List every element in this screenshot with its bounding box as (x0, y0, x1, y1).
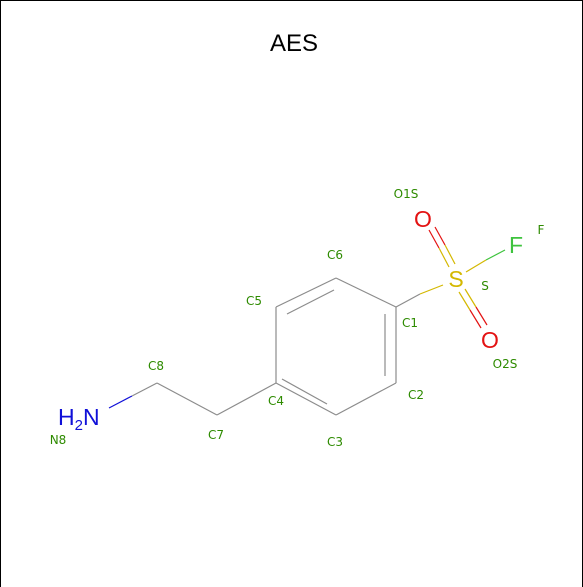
atom-id-c2: C2 (408, 388, 424, 402)
bond-s-o1s-b-yellow (444, 244, 456, 265)
heteroatom-ids: O1S F S O2S N8 (50, 187, 545, 447)
atom-id-o1s: O1S (394, 187, 419, 201)
bond-c3-c4 (275, 382, 337, 416)
n8-nitrogen: N (83, 404, 100, 430)
atom-id-c8: C8 (148, 359, 164, 373)
bond-c5-c6 (275, 277, 337, 308)
atom-id-c6: C6 (327, 248, 343, 262)
bond-s-o1s-b-red (434, 226, 446, 246)
bond-s-f-yellow (465, 259, 487, 273)
bond-s-o1s-a-yellow (438, 247, 450, 268)
n8-subscript: 2 (75, 417, 83, 434)
atom-s-symbol: S (448, 266, 463, 292)
bond-c7-c8 (156, 382, 218, 416)
atom-f-symbol: F (509, 232, 523, 258)
bond-s-o2s-a-red (469, 309, 482, 329)
bond-c8-n8-blue (108, 395, 133, 409)
bond-s-o2s-b-red (475, 306, 488, 326)
atom-id-n8: N8 (50, 433, 67, 447)
atom-id-c5: C5 (246, 294, 262, 308)
side-chain-bonds (108, 382, 277, 416)
atom-id-o2s: O2S (493, 357, 518, 371)
atom-o1s-symbol: O (414, 206, 432, 232)
bond-c4-c7 (216, 382, 277, 416)
atom-id-s: S (481, 279, 489, 293)
aromatic-inner-c5-c6 (286, 289, 335, 315)
carbon-ids: C1 C2 C3 C4 C5 C6 C7 C8 (148, 248, 424, 449)
atom-id-f: F (538, 223, 545, 237)
bond-s-o1s-a-red (428, 229, 440, 249)
atom-id-c1: C1 (402, 316, 418, 330)
n8-hydrogen: H (58, 404, 75, 430)
ring-bonds (275, 277, 397, 416)
bond-c6-c1 (335, 277, 397, 308)
atom-id-c7: C7 (208, 428, 224, 442)
atom-id-c3: C3 (327, 435, 343, 449)
atom-n8-symbol: H2N (58, 404, 100, 434)
aromatic-inner-c3-c4 (281, 378, 328, 405)
bond-s-f-green (485, 249, 506, 261)
bond-c2-c3 (335, 382, 397, 416)
bond-s-o2s-a-yellow (458, 291, 471, 311)
bond-c1-s-grey (395, 293, 421, 308)
bond-c1-s-yellow (419, 284, 444, 295)
bond-s-o2s-b-yellow (464, 288, 477, 308)
sulfonyl-bonds (395, 226, 506, 329)
atom-id-c4: C4 (268, 394, 284, 408)
bond-c8-n8-grey (131, 382, 158, 397)
molecule-title: AES (270, 30, 318, 57)
atom-o2s-symbol: O (481, 327, 499, 353)
